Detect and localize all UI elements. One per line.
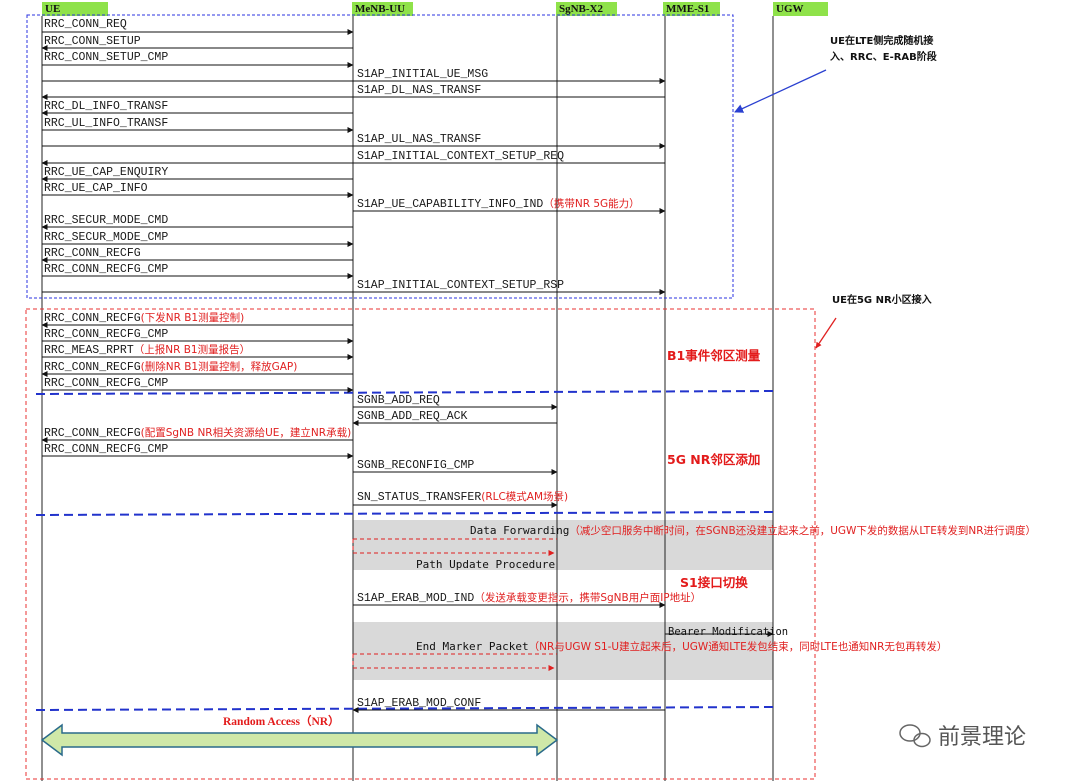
callout-arrow-nr	[815, 317, 837, 349]
msg-rrc-conn-recfg-nr: RRC_CONN_RECFG(配置SgNB NR相关资源给UE，建立NR承载)	[44, 427, 352, 440]
bearer-modification-label: Bearer Modification	[668, 626, 789, 638]
msg-sgnb-reconfig-cmp: SGNB_RECONFIG_CMP	[357, 459, 475, 472]
data-forwarding-box	[353, 520, 773, 570]
end-marker-box	[353, 622, 773, 680]
phase-b1-label: B1事件邻区测量	[667, 348, 761, 363]
msg-rrc-conn-recfg-cmp-1: RRC_CONN_RECFG_CMP	[44, 263, 169, 276]
msg-rrc-ue-cap-info: RRC_UE_CAP_INFO	[44, 182, 148, 195]
msg-rrc-conn-recfg-cmp-2: RRC_CONN_RECFG_CMP	[44, 328, 169, 341]
phase-nr-add-label: 5G NR邻区添加	[667, 452, 761, 467]
msg-rrc-conn-recfg-cmp-4: RRC_CONN_RECFG_CMP	[44, 443, 169, 456]
msg-rrc-conn-recfg-1: RRC_CONN_RECFG	[44, 247, 141, 260]
msg-rrc-dl-info-transf: RRC_DL_INFO_TRANSF	[44, 100, 169, 113]
callout-lte-access: UE在LTE侧完成随机接入、RRC、E-RAB阶段	[830, 36, 937, 63]
path-update-label: Path Update Procedure	[416, 558, 556, 571]
end-marker-path	[352, 654, 555, 671]
msg-rrc-ul-info-transf: RRC_UL_INFO_TRANSF	[44, 117, 169, 130]
msg-rrc-secur-mode-cmd: RRC_SECUR_MODE_CMD	[44, 214, 169, 227]
end-marker-label: End Marker Packet（NR与UGW S1-U建立起来后，UGW通知…	[416, 640, 948, 653]
msg-sgnb-add-req-ack: SGNB_ADD_REQ_ACK	[357, 410, 468, 423]
lifeline-header-ugw: UGW	[773, 2, 828, 16]
msg-s1ap-initial-context-setup-rsp: S1AP_INITIAL_CONTEXT_SETUP_RSP	[357, 279, 565, 292]
msg-s1ap-erab-mod-conf: S1AP_ERAB_MOD_CONF	[357, 697, 482, 710]
msg-rrc-conn-setup: RRC_CONN_SETUP	[44, 35, 141, 48]
msg-rrc-conn-setup-cmp: RRC_CONN_SETUP_CMP	[44, 51, 169, 64]
phase-s1-label: S1接口切换	[680, 575, 748, 590]
msg-sn-status-transfer: SN_STATUS_TRANSFER(RLC模式AM场景)	[357, 491, 569, 504]
random-access-label: Random Access（NR）	[223, 716, 340, 728]
msg-rrc-meas-rprt: RRC_MEAS_RPRT（上报NR B1测量报告）	[44, 344, 251, 357]
phase-separator-3	[35, 706, 779, 711]
msg-s1ap-ul-nas-transf: S1AP_UL_NAS_TRANSF	[357, 133, 482, 146]
lte-access-region	[26, 14, 734, 299]
watermark: 前景理论	[938, 725, 1027, 750]
msg-rrc-secur-mode-cmp: RRC_SECUR_MODE_CMP	[44, 231, 169, 244]
wechat-icon	[899, 724, 931, 748]
phase-separator-2	[35, 511, 779, 516]
data-forwarding-path	[352, 539, 555, 556]
phase-separator-1	[35, 390, 779, 395]
msg-rrc-conn-req: RRC_CONN_REQ	[44, 18, 127, 31]
msg-s1ap-ue-capability-info-ind: S1AP_UE_CAPABILITY_INFO_IND（携带NR 5G能力）	[357, 198, 640, 211]
msg-rrc-ue-cap-enquiry: RRC_UE_CAP_ENQUIRY	[44, 166, 169, 179]
callout-arrow-lte	[734, 69, 827, 113]
nr-access-region	[25, 308, 816, 780]
msg-s1ap-erab-mod-ind: S1AP_ERAB_MOD_IND（发送承载变更指示，携带SgNB用户面IP地址…	[357, 592, 702, 605]
msg-s1ap-initial-context-setup-req: S1AP_INITIAL_CONTEXT_SETUP_REQ	[357, 150, 565, 163]
msg-rrc-conn-recfg-cmp-3: RRC_CONN_RECFG_CMP	[44, 377, 169, 390]
msg-sgnb-add-req: SGNB_ADD_REQ	[357, 394, 440, 407]
lifeline-header-sgnb: SgNB-X2	[556, 2, 617, 16]
random-access-arrow	[40, 723, 559, 757]
msg-s1ap-initial-ue-msg: S1AP_INITIAL_UE_MSG	[357, 68, 489, 81]
lifeline-header-mme: MME-S1	[663, 2, 720, 16]
lifeline-header-menb: MeNB-UU	[352, 2, 413, 16]
msg-rrc-conn-recfg-del: RRC_CONN_RECFG(删除NR B1测量控制，释放GAP)	[44, 361, 298, 374]
data-forwarding-label: Data Forwarding（减少空口服务中断时间，在SGNB还没建立起来之前…	[470, 524, 1037, 537]
msg-rrc-conn-recfg-b1: RRC_CONN_RECFG(下发NR B1测量控制)	[44, 312, 245, 325]
callout-nr-access: UE在5G NR小区接入	[832, 295, 932, 306]
lifeline-header-ue: UE	[42, 2, 108, 16]
msg-s1ap-dl-nas-transf: S1AP_DL_NAS_TRANSF	[357, 84, 482, 97]
